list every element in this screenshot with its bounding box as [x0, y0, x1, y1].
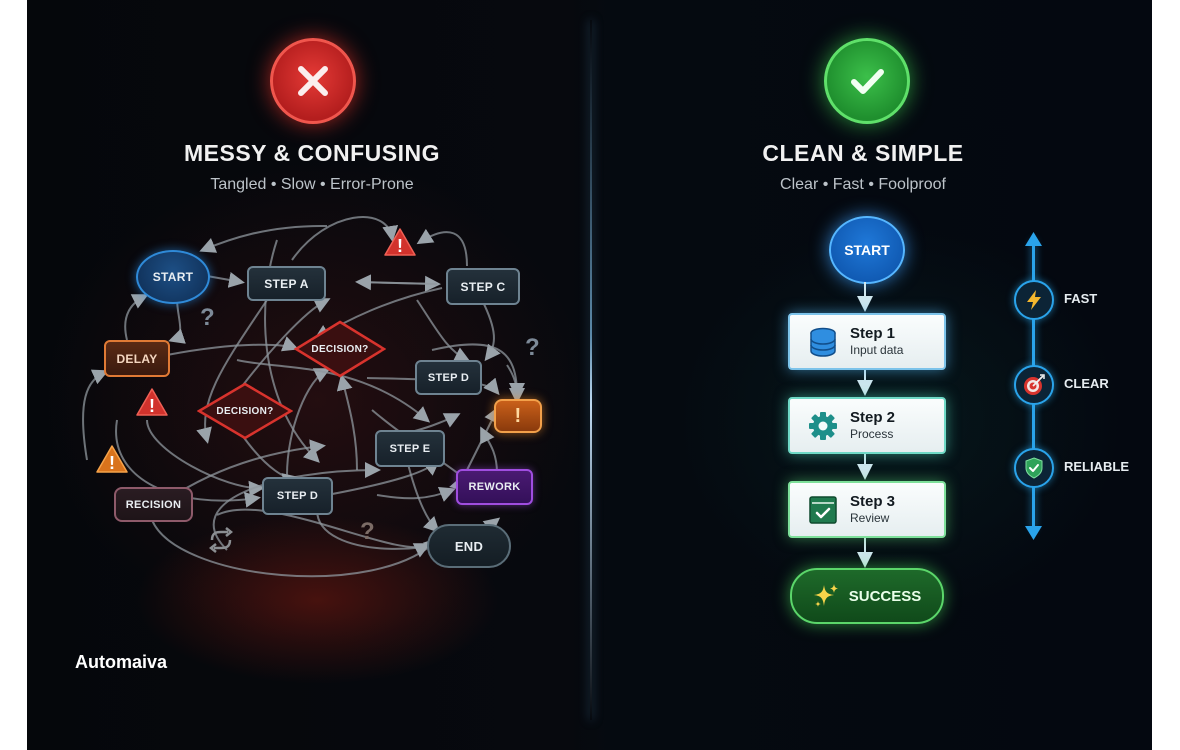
gear-icon: [806, 409, 840, 443]
step-3-desc: Review: [850, 511, 890, 525]
node-rework: REWORK: [456, 469, 533, 505]
step-2-card: Step 2 Process: [788, 397, 946, 454]
right-title: CLEAN & SIMPLE: [762, 140, 964, 166]
tangled-arrows: [82, 216, 525, 578]
shield-check-icon: [1025, 457, 1043, 479]
svg-text:!: !: [397, 236, 403, 256]
step-1-card: Step 1 Input data: [788, 313, 946, 370]
question-mark-icon: ?: [200, 304, 215, 331]
metric-reliable-label: RELIABLE: [1064, 459, 1129, 474]
step-2-desc: Process: [850, 427, 894, 441]
right-subtitle: Clear • Fast • Foolproof: [780, 176, 946, 193]
svg-text:!: !: [149, 396, 155, 416]
metric-clear-badge: [1014, 365, 1054, 405]
flow-arrows: [857, 282, 873, 568]
sparkle-icon: [813, 584, 838, 607]
step-1-title: Step 1: [850, 325, 896, 342]
node-recision: RECISION: [114, 487, 193, 522]
success-node: SUCCESS: [790, 568, 944, 624]
metric-clear-label: CLEAR: [1064, 376, 1109, 391]
arrow-down-icon: [1025, 526, 1042, 540]
lightning-icon: [1027, 290, 1041, 310]
node-step-d-bottom: STEP D: [262, 477, 333, 515]
node-decision-1: DECISION?: [311, 343, 369, 355]
node-start-clean: START: [829, 216, 905, 284]
node-step-c: STEP C: [446, 268, 520, 305]
step-3-card: Step 3 Review: [788, 481, 946, 538]
step-1-desc: Input data: [850, 343, 904, 357]
error-badge: [270, 38, 356, 124]
warning-box: !: [494, 399, 542, 433]
svg-text:!: !: [109, 453, 115, 473]
arrow-up-icon: [1025, 232, 1042, 246]
success-label: SUCCESS: [848, 587, 922, 605]
warning-icon: !: [96, 445, 128, 473]
refresh-icon: [208, 527, 234, 553]
node-step-a: STEP A: [247, 266, 326, 301]
success-badge: [824, 38, 910, 124]
step-2-title: Step 2: [850, 409, 896, 426]
database-icon: [806, 325, 840, 359]
node-decision-2-shape: [197, 382, 293, 440]
checklist-icon: [806, 493, 840, 527]
comparison-panel: MESSY & CONFUSING Tangled • Slow • Error…: [27, 0, 1152, 750]
target-icon: [1024, 374, 1045, 395]
warning-icon: !: [136, 388, 168, 416]
metric-fast-label: FAST: [1064, 291, 1098, 306]
node-end: END: [427, 524, 511, 568]
metric-fast-badge: [1014, 280, 1054, 320]
question-mark-icon: ?: [360, 518, 375, 545]
x-icon: [298, 66, 328, 96]
left-title: MESSY & CONFUSING: [184, 140, 440, 166]
node-decision-1-shape: [294, 320, 386, 378]
node-step-e: STEP E: [375, 430, 445, 467]
brand-name: Automaiva: [75, 652, 168, 672]
center-divider: [590, 20, 592, 720]
question-mark-icon: ?: [525, 334, 540, 361]
check-icon: [851, 69, 884, 94]
step-3-title: Step 3: [850, 493, 896, 510]
node-delay: DELAY: [104, 340, 170, 377]
node-decision-2: DECISION?: [216, 405, 274, 417]
node-step-d-top: STEP D: [415, 360, 482, 395]
node-start-messy: START: [136, 250, 210, 304]
metric-reliable-badge: [1014, 448, 1054, 488]
warning-icon: !: [384, 228, 416, 256]
left-subtitle: Tangled • Slow • Error-Prone: [210, 176, 414, 193]
